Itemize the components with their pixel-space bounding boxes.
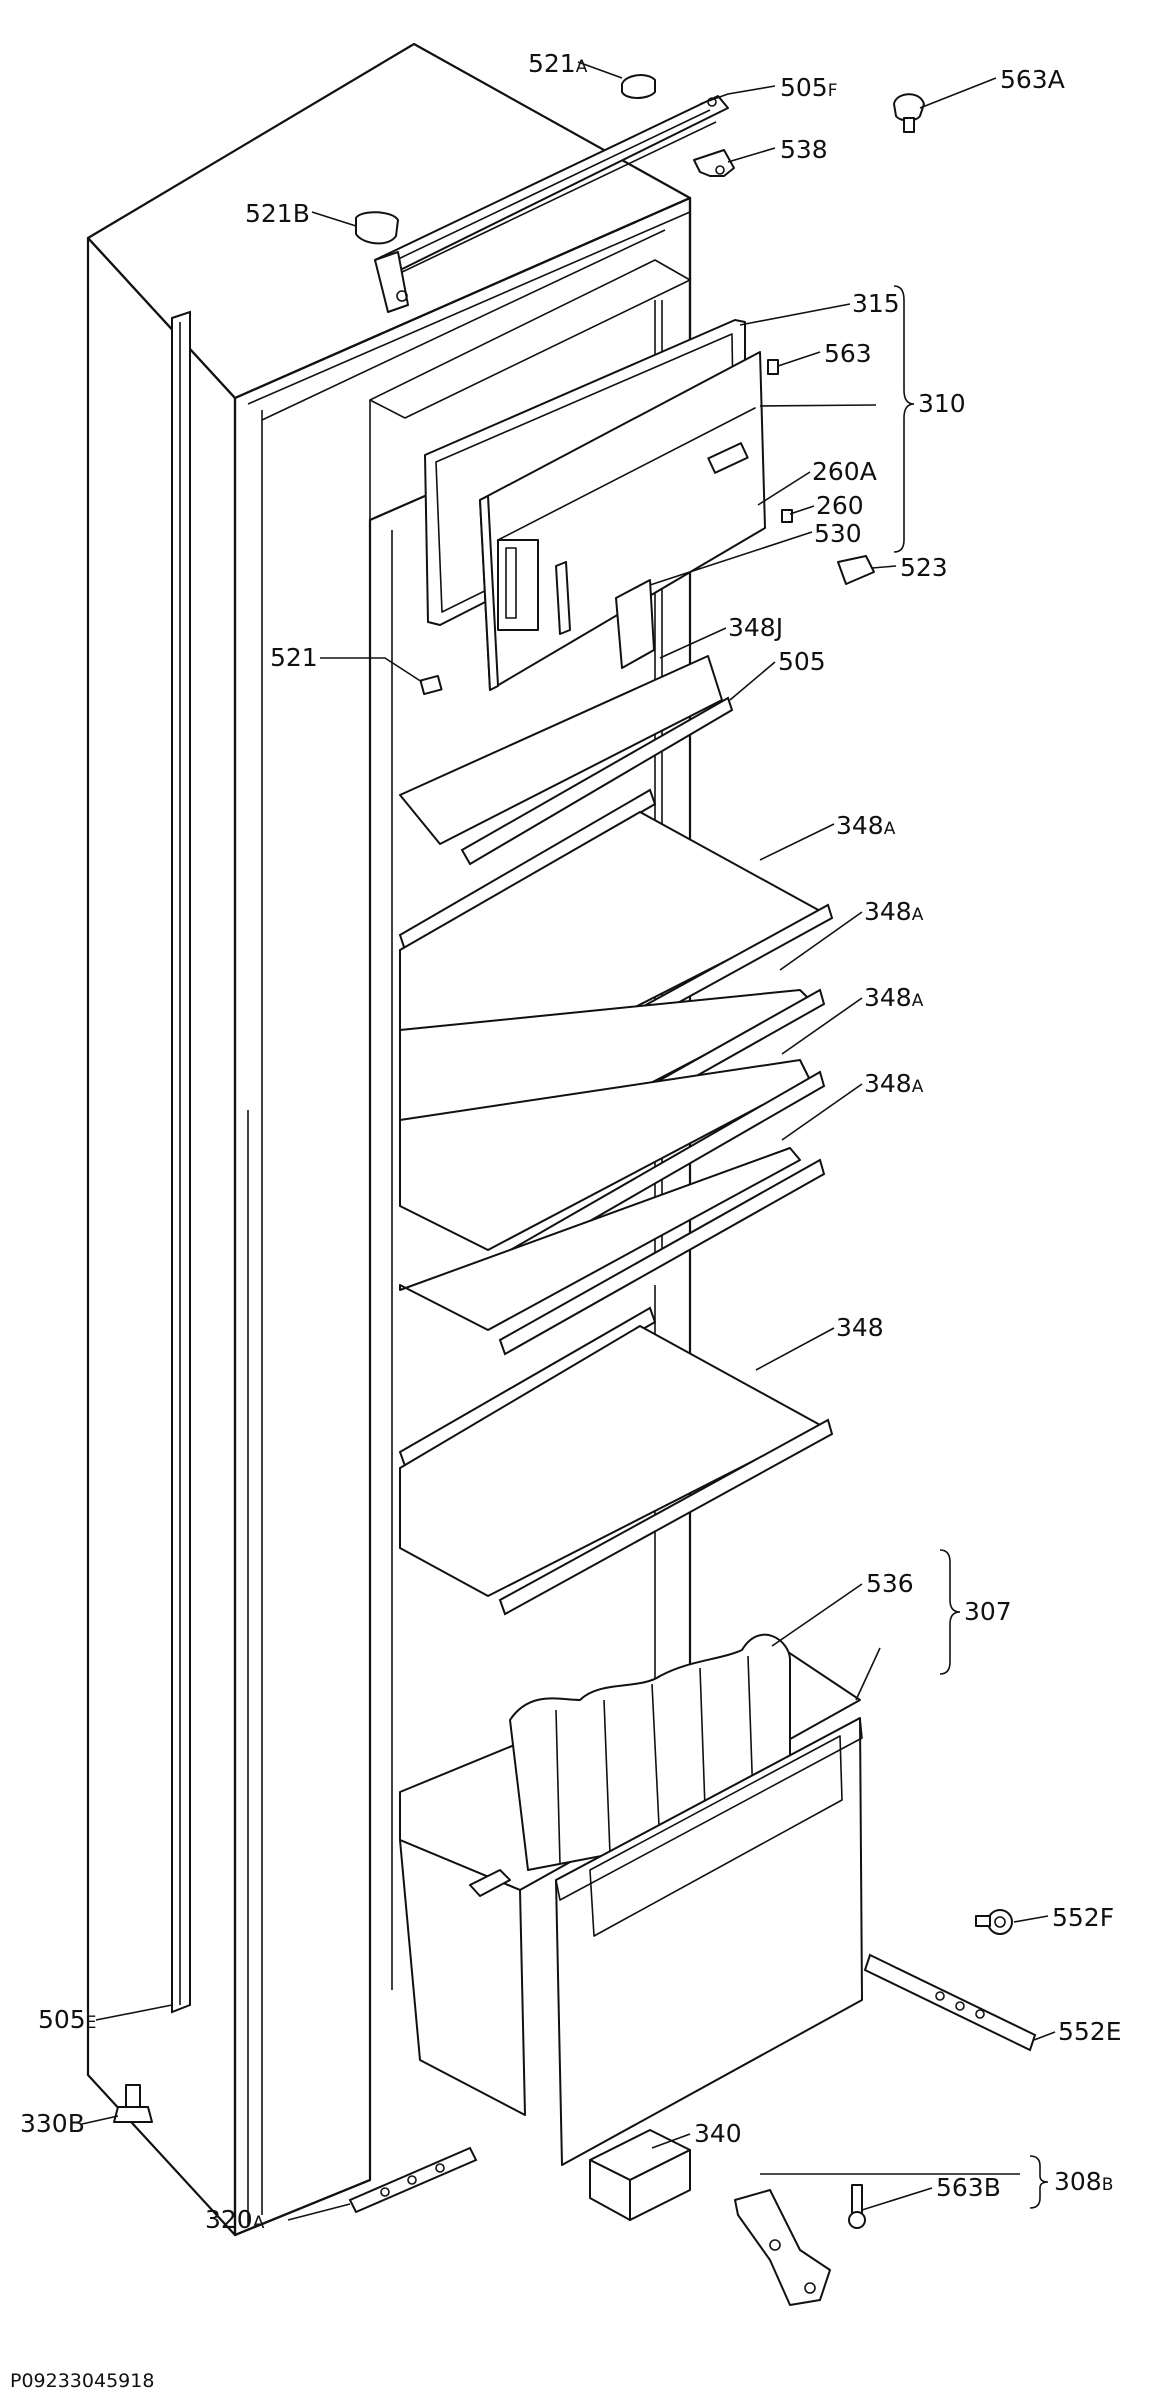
callout-348a-4: 348A [864,1069,924,1098]
callout-505e: 505E [38,2005,96,2034]
bottom-hardware [113,1909,1037,2306]
glass-shelves [398,655,834,1616]
callout-340: 340 [694,2119,742,2148]
callout-320a: 320A [205,2205,265,2234]
callout-523: 523 [900,553,948,582]
callout-552e: 552E [1058,2017,1122,2046]
callout-536: 536 [866,1569,914,1598]
callout-521b: 521B [245,199,310,228]
callout-labels: 521A 505F 563A 538 521B 315 563 310 260A… [20,49,1122,2234]
top-hinge-parts [355,74,925,313]
callout-563b: 563B [936,2173,1001,2202]
drawing-id: P09233045918 [10,2370,155,2392]
callout-310: 310 [918,389,966,418]
callout-505: 505 [778,647,826,676]
callout-563a: 563A [1000,65,1065,94]
leader-lines [81,61,1056,2221]
callout-260: 260 [816,491,864,520]
callout-563: 563 [824,339,872,368]
callout-505f: 505F [780,73,838,102]
callout-530: 530 [814,519,862,548]
callout-552f: 552F [1052,1903,1114,1932]
callout-260a: 260A [812,457,877,486]
crisper-drawer [399,1633,863,2166]
callout-348a-2: 348A [864,897,924,926]
callout-521a: 521A [528,49,588,78]
callout-315: 315 [852,289,900,318]
callout-348j: 348J [728,613,783,642]
callout-348a-3: 348A [864,983,924,1012]
callout-538: 538 [780,135,828,164]
door-seal-strip [171,310,191,2014]
callout-330b: 330B [20,2109,85,2138]
callout-521: 521 [270,643,318,672]
callout-308b: 308B [1054,2167,1113,2196]
callout-307: 307 [964,1597,1012,1626]
freezer-compartment [419,319,875,696]
callout-348: 348 [836,1313,884,1342]
callout-348a-1: 348A [836,811,896,840]
